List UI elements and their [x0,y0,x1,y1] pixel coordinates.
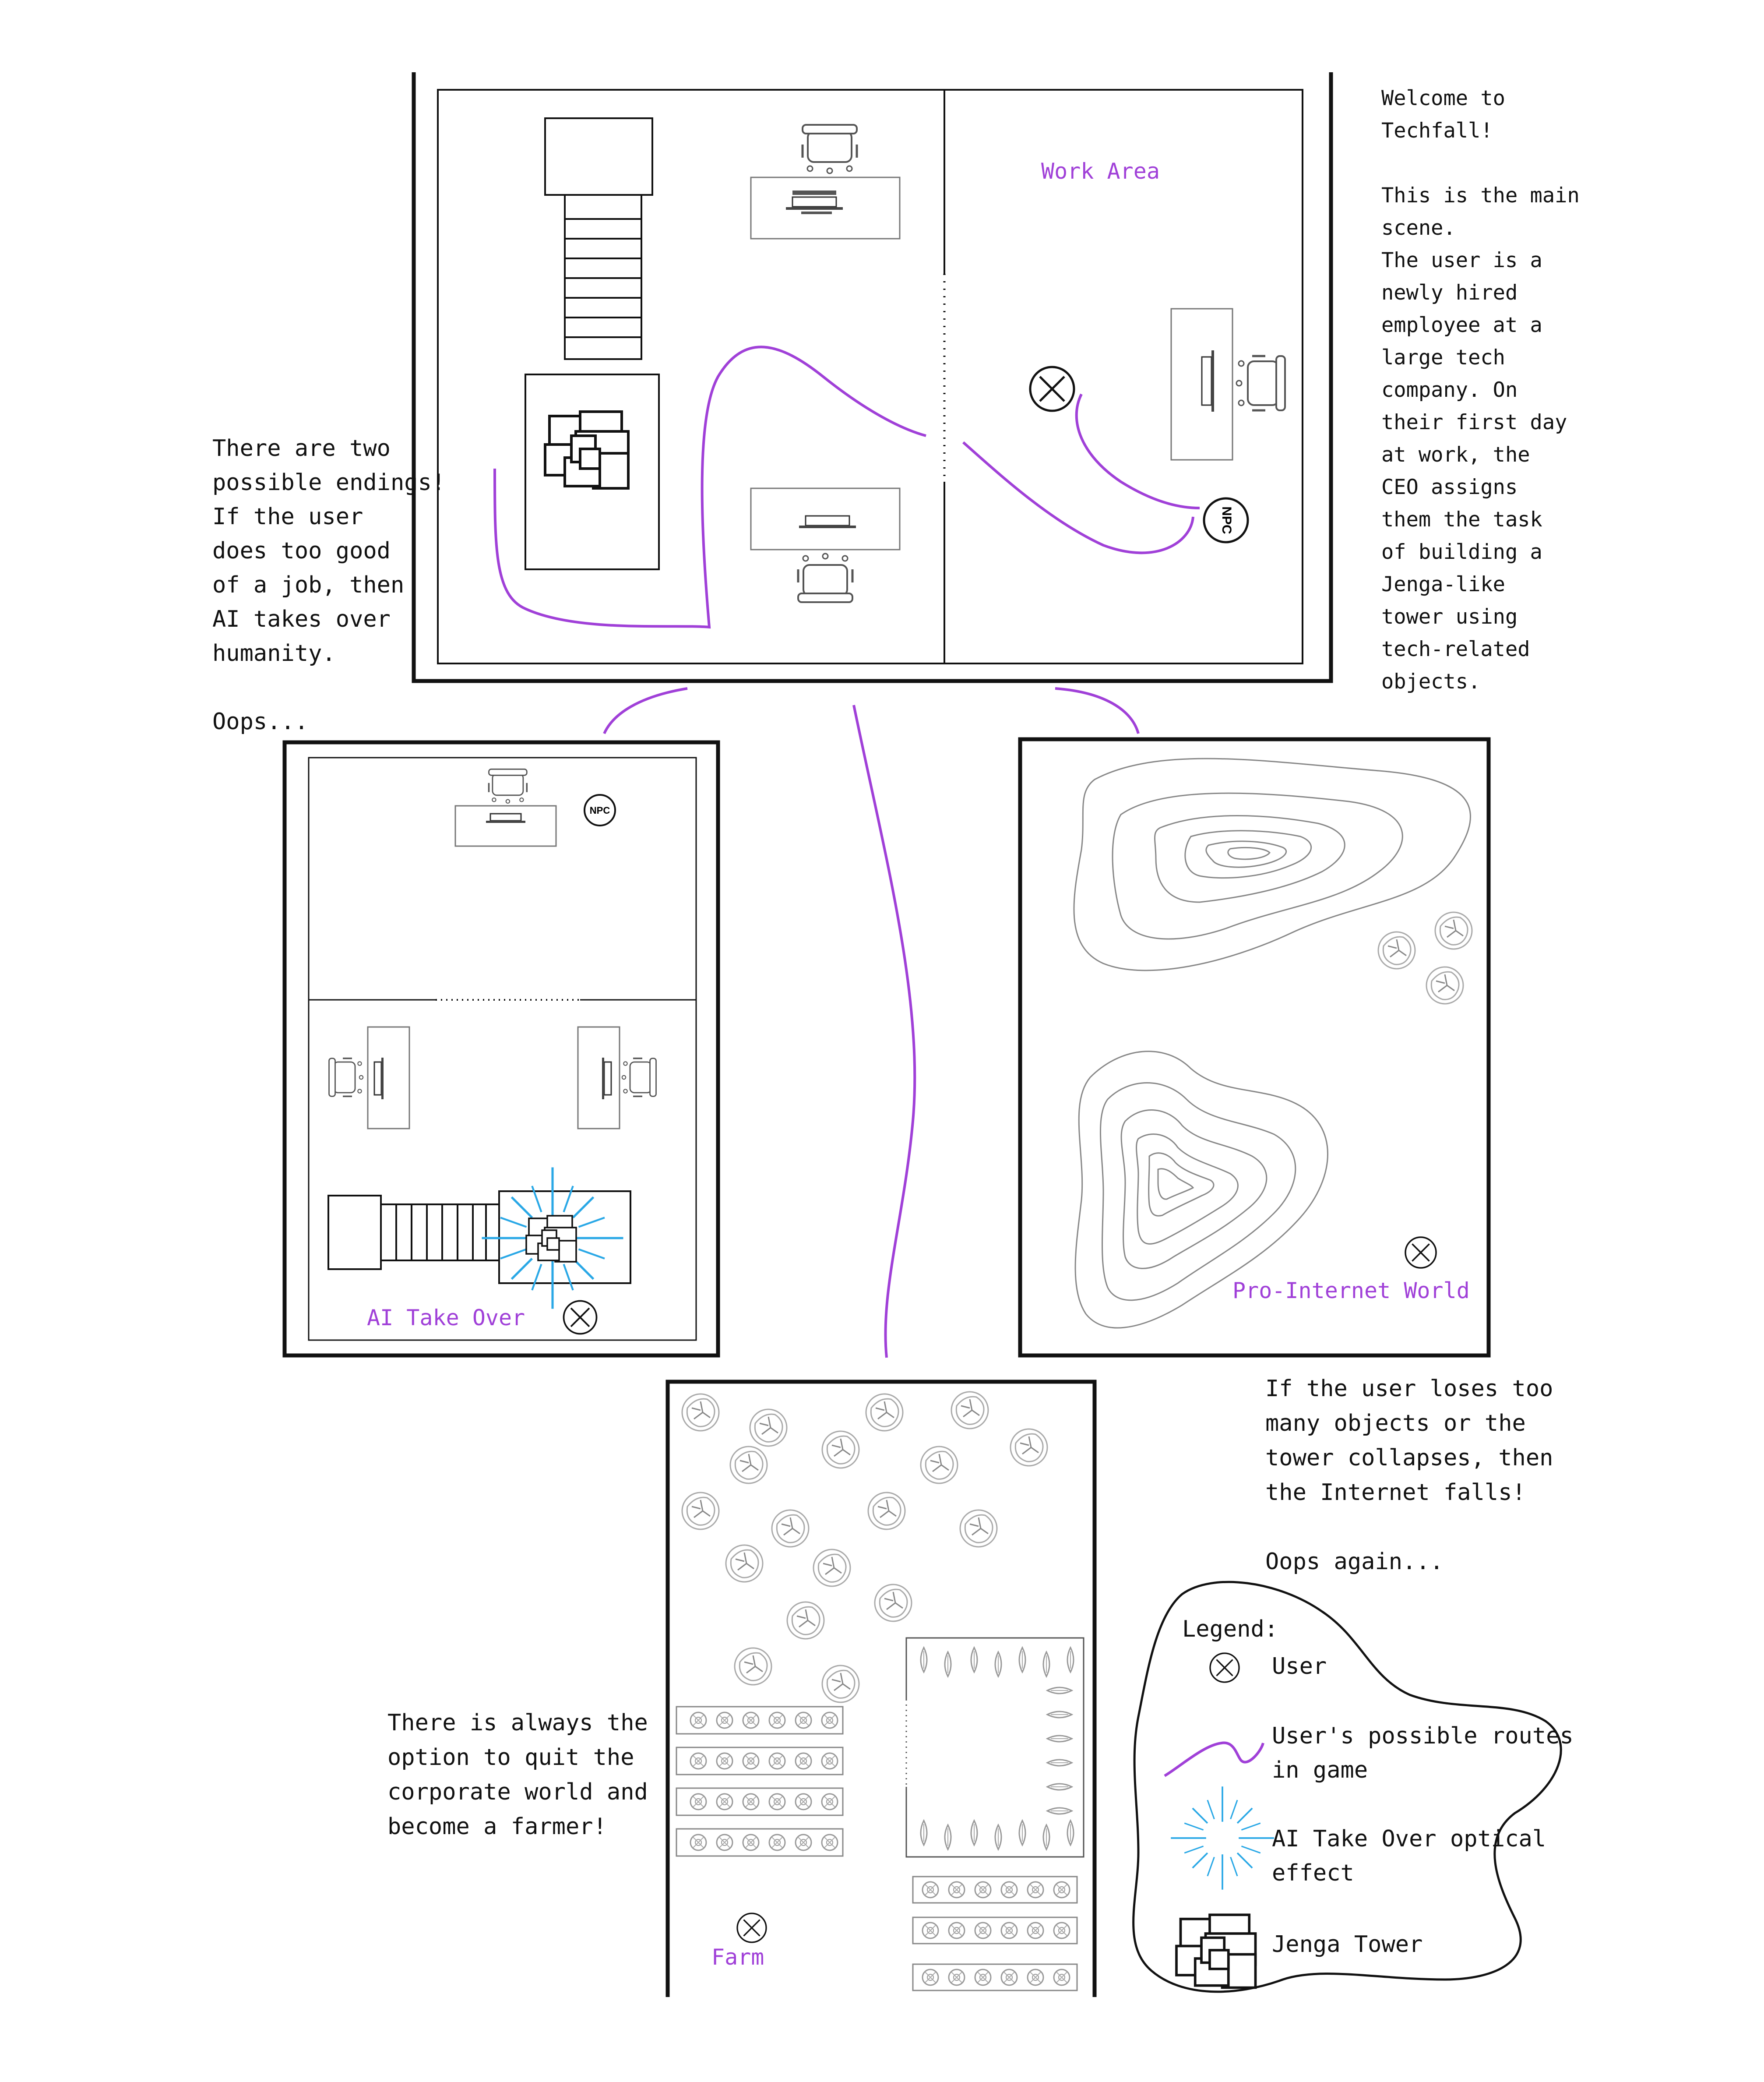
svg-text:NPC: NPC [1219,506,1234,534]
ai-takeover-scene: NPC [282,740,720,1358]
pro-internet-world-label: Pro-Internet World [1232,1278,1470,1303]
intro-note: Welcome to Techfall! This is the main sc… [1381,86,1580,694]
work-area-label: Work Area [1041,159,1160,184]
legend [1132,1581,1562,1993]
farm-scene [665,1380,1097,1997]
legend-title: Legend: [1182,1616,1278,1642]
farm-label: Farm [711,1944,764,1970]
farmer-note: There is always the option to quit the c… [387,1710,648,1840]
legend-jenga-label: Jenga Tower [1272,1931,1423,1958]
main-npc-icon: NPC [1203,497,1249,543]
main-scene: NPC [412,72,1333,683]
legend-routes-label: User's possible routes in game [1272,1723,1574,1783]
farm-crop-rows-right [912,1876,1078,1991]
ai-npc-icon: NPC [584,794,616,826]
ai-takeover-label: AI Take Over [367,1305,525,1330]
svg-text:NPC: NPC [590,805,610,816]
internet-falls-note: If the user loses too many objects or th… [1265,1376,1553,1575]
farm-plot [905,1637,1084,1858]
internet-scene [1018,737,1491,1358]
legend-effect-label: AI Take Over optical effect [1272,1826,1546,1886]
endings-note: There are two possible endings! If the u… [212,435,446,735]
legend-user-label: User [1272,1653,1327,1680]
farm-crop-rows-left [676,1706,844,1857]
